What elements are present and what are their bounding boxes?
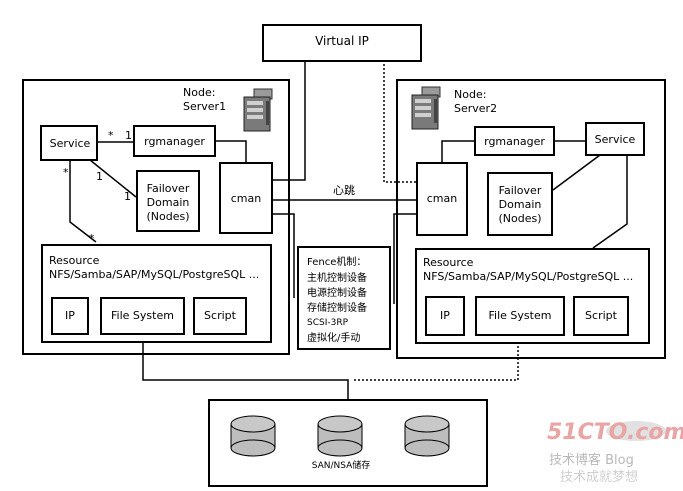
node2-server-label: Server2 — [454, 102, 498, 115]
virtual-ip-label: Virtual IP — [315, 34, 369, 48]
node2-resource-list: NFS/Samba/SAP/MySQL/PostgreSQL ... — [423, 270, 634, 283]
fence-item: 虚拟化/手动 — [307, 333, 361, 344]
node1-service-label: Service — [49, 137, 91, 150]
n2-cman-vip-dotted-link — [383, 61, 416, 183]
node1-rgmanager-label: rgmanager — [144, 135, 205, 148]
node1-resource-title: Resource — [49, 254, 100, 267]
node1-rgmanager-box: rgmanager — [133, 125, 216, 157]
fence-item: 电源控制设备 — [307, 288, 367, 299]
node2-cman-label: cman — [426, 192, 458, 205]
watermark-tagline: 技术博客 Blog — [549, 453, 634, 468]
node1-service-box: Service — [40, 125, 98, 161]
n1-cman-vip-link — [273, 61, 306, 181]
fence-box: Fence机制： 主机控制设备 电源控制设备 存储控制设备 SCSI-3RP 虚… — [297, 246, 391, 350]
n1-service-resource-link — [69, 160, 97, 243]
node2-file-system-box: File System — [475, 296, 565, 336]
node2-ip-box: IP — [425, 296, 465, 336]
n2-rgmanager-cman-link — [441, 140, 474, 162]
n2-fs-storage-dotted-link — [354, 334, 519, 381]
node2-script-box: Script — [573, 296, 629, 336]
node1-node-label: Node: — [183, 86, 216, 99]
watermark-logo — [606, 421, 666, 441]
node2-ip-label: IP — [440, 309, 450, 322]
node2-node-label: Node: — [454, 88, 487, 101]
node1-script-label: Script — [204, 309, 236, 322]
server-icon — [243, 88, 273, 132]
node1-ip-box: IP — [51, 297, 89, 335]
node1-failover-label-1: Failover — [146, 182, 190, 195]
node2-cman-box: cman — [416, 162, 468, 236]
node1-frame — [22, 79, 290, 355]
node1-script-box: Script — [193, 297, 247, 335]
node1-failover-label-2: Domain — [146, 196, 190, 209]
node1-resource-list: NFS/Samba/SAP/MySQL/PostgreSQL ... — [49, 268, 260, 281]
node1-file-system-box: File System — [100, 297, 185, 335]
watermark-site: 51CTO.com — [547, 420, 683, 445]
node2-resource-box: Resource NFS/Samba/SAP/MySQL/PostgreSQL … — [415, 248, 650, 344]
disk-icon — [317, 415, 363, 457]
n2-service-failover-link — [552, 154, 601, 191]
node2-failover-domain-box: Failover Domain (Nodes) — [487, 172, 553, 236]
node1-mult-res-star: * — [89, 232, 95, 245]
node2-resource-title: Resource — [423, 256, 474, 269]
node1-mult-service-res-star: * — [63, 166, 69, 179]
fence-item: 主机控制设备 — [307, 273, 367, 284]
watermark-motto: 技术成就梦想 — [560, 470, 639, 485]
fence-item: SCSI-3RP — [307, 318, 349, 328]
disk-icon — [230, 415, 276, 457]
node1-failover-label-3: (Nodes) — [146, 210, 190, 223]
fence-item: 存储控制设备 — [307, 303, 367, 314]
n1-rgmanager-cman-link — [215, 140, 247, 162]
node1-file-system-label: File System — [111, 309, 174, 322]
node1-mult-fd-one: 1 — [124, 190, 131, 203]
n1-fs-storage-link — [142, 334, 349, 400]
server-icon — [411, 86, 441, 130]
node2-failover-label-1: Failover — [498, 184, 542, 197]
node2-file-system-label: File System — [488, 309, 552, 322]
node1-failover-domain-box: Failover Domain (Nodes) — [136, 170, 200, 232]
n2-service-resource-link — [592, 155, 628, 249]
virtual-ip-box — [262, 24, 422, 62]
node1-server-label: Server1 — [183, 100, 227, 113]
n1-cman-fence-link — [273, 213, 295, 298]
disk-icon — [404, 415, 450, 457]
node2-script-label: Script — [585, 309, 617, 322]
node2-failover-label-2: Domain — [498, 198, 542, 211]
node2-frame — [396, 79, 666, 359]
node1-ip-label: IP — [65, 309, 75, 322]
node1-cman-box: cman — [219, 162, 273, 234]
node2-service-label: Service — [594, 133, 636, 146]
node2-failover-label-3: (Nodes) — [498, 212, 542, 225]
heartbeat-label: 心跳 — [333, 184, 355, 197]
n2-cman-fence-link — [393, 213, 416, 304]
node1-mult-service-rg-star: * — [108, 129, 114, 142]
node2-service-box: Service — [585, 122, 645, 156]
node2-rgmanager-label: rgmanager — [484, 135, 545, 148]
node1-resource-box: Resource NFS/Samba/SAP/MySQL/PostgreSQL … — [41, 244, 272, 343]
node1-mult-service-rg-one: 1 — [125, 129, 132, 142]
n1-service-failover-link — [89, 159, 137, 198]
storage-label: SAN/NSA储存 — [311, 461, 371, 471]
node1-cman-label: cman — [230, 192, 262, 205]
fence-title: Fence机制： — [307, 257, 367, 268]
node2-rgmanager-box: rgmanager — [474, 126, 555, 156]
node1-mult-service-fd-one: 1 — [96, 170, 103, 183]
